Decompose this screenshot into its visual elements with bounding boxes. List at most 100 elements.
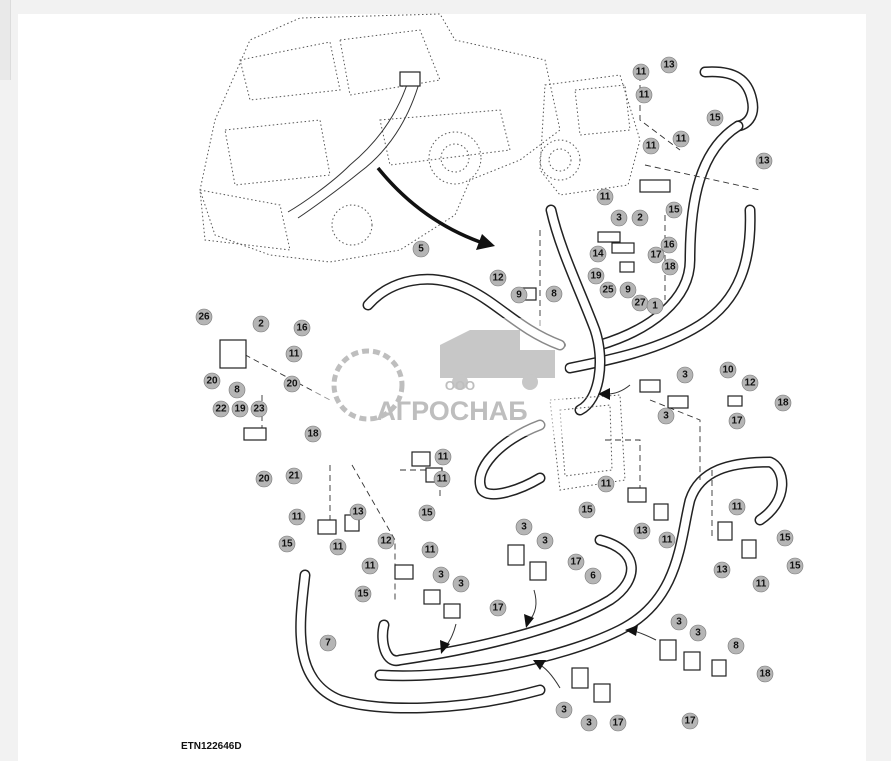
callout: 12 bbox=[741, 374, 759, 392]
watermark-prefix: ООО bbox=[445, 378, 475, 393]
callout: 13 bbox=[713, 561, 731, 579]
callout-label: 11 bbox=[601, 479, 612, 490]
callout-label: 12 bbox=[744, 378, 756, 389]
callout-label: 3 bbox=[458, 579, 464, 590]
callout-label: 9 bbox=[516, 290, 522, 301]
callout-label: 16 bbox=[296, 323, 308, 334]
callout-label: 17 bbox=[684, 716, 696, 727]
callout: 15 bbox=[665, 201, 683, 219]
watermark: ООО АГРОСНАБ bbox=[313, 318, 565, 436]
callout: 11 bbox=[288, 508, 306, 526]
callout: 11 bbox=[361, 557, 379, 575]
callout: 9 bbox=[619, 281, 637, 299]
callout: 11 bbox=[642, 137, 660, 155]
callout: 27 bbox=[631, 294, 649, 312]
callout: 9 bbox=[510, 286, 528, 304]
callout: 11 bbox=[285, 345, 303, 363]
callout: 2 bbox=[252, 315, 270, 333]
callout-label: 13 bbox=[716, 565, 728, 576]
callout-label: 8 bbox=[733, 641, 739, 652]
callout-label: 18 bbox=[759, 669, 771, 680]
callout-label: 5 bbox=[418, 244, 424, 255]
callout-label: 6 bbox=[590, 571, 596, 582]
callout: 6 bbox=[584, 567, 602, 585]
callout-label: 3 bbox=[521, 522, 527, 533]
callout-label: 23 bbox=[253, 404, 265, 415]
watermark-company-name: АГРОСНАБ bbox=[376, 396, 527, 426]
callout: 20 bbox=[283, 375, 301, 393]
callout-label: 11 bbox=[639, 90, 650, 101]
callout-label: 13 bbox=[663, 60, 675, 71]
callout: 20 bbox=[255, 470, 273, 488]
location-arrow bbox=[376, 166, 481, 244]
callout: 11 bbox=[434, 448, 452, 466]
callout: 15 bbox=[786, 557, 804, 575]
callout-label: 19 bbox=[234, 404, 246, 415]
callout-label: 3 bbox=[561, 705, 567, 716]
callout: 23 bbox=[250, 400, 268, 418]
callout-label: 11 bbox=[292, 512, 303, 523]
callout: 13 bbox=[660, 56, 678, 74]
callout-label: 12 bbox=[380, 536, 392, 547]
callout-label: 11 bbox=[365, 561, 376, 572]
callout-label: 2 bbox=[258, 319, 264, 330]
callout-label: 11 bbox=[662, 535, 673, 546]
callout-label: 17 bbox=[650, 250, 662, 261]
callout-label: 3 bbox=[695, 628, 701, 639]
callout: 19 bbox=[231, 400, 249, 418]
callout-label: 15 bbox=[357, 589, 369, 600]
callout-label: 20 bbox=[206, 376, 218, 387]
callout-label: 11 bbox=[600, 192, 611, 203]
callout: 10 bbox=[719, 361, 737, 379]
callout-label: 3 bbox=[663, 411, 669, 422]
callout-label: 3 bbox=[616, 213, 622, 224]
hoses bbox=[295, 66, 788, 714]
callout-label: 27 bbox=[634, 298, 646, 309]
callout: 19 bbox=[587, 267, 605, 285]
callout-label: 8 bbox=[234, 385, 240, 396]
callout-label: 13 bbox=[758, 156, 770, 167]
callout-label: 7 bbox=[325, 638, 331, 649]
callout-label: 11 bbox=[756, 579, 767, 590]
callout: 12 bbox=[377, 532, 395, 550]
callout-label: 15 bbox=[421, 508, 433, 519]
callout-label: 17 bbox=[492, 603, 504, 614]
callout-label: 13 bbox=[352, 507, 364, 518]
callout-label: 11 bbox=[437, 474, 448, 485]
callout-label: 22 bbox=[215, 404, 227, 415]
callout: 15 bbox=[278, 535, 296, 553]
callout-label: 21 bbox=[288, 471, 300, 482]
callout: 15 bbox=[706, 109, 724, 127]
callout: 3 bbox=[689, 624, 707, 642]
callout: 8 bbox=[545, 285, 563, 303]
callout: 16 bbox=[293, 319, 311, 337]
callout-label: 8 bbox=[551, 289, 557, 300]
callout: 15 bbox=[776, 529, 794, 547]
callout-label: 3 bbox=[682, 370, 688, 381]
callout-label: 3 bbox=[586, 718, 592, 729]
callout-label: 1 bbox=[652, 301, 658, 312]
viewer-side-strip bbox=[0, 0, 11, 80]
callout: 3 bbox=[432, 566, 450, 584]
callout-label: 12 bbox=[492, 273, 504, 284]
callout-label: 17 bbox=[612, 718, 624, 729]
callout: 20 bbox=[203, 372, 221, 390]
callout-label: 18 bbox=[307, 429, 319, 440]
callout-label: 13 bbox=[636, 526, 648, 537]
callout-label: 11 bbox=[732, 502, 743, 513]
callout-label: 18 bbox=[777, 398, 789, 409]
callout-label: 10 bbox=[722, 365, 734, 376]
callout-label: 25 bbox=[602, 285, 614, 296]
callout: 22 bbox=[212, 400, 230, 418]
callout-label: 15 bbox=[581, 505, 593, 516]
watermark-harvester-icon bbox=[440, 330, 555, 378]
callout-label: 20 bbox=[286, 379, 298, 390]
callout: 3 bbox=[580, 714, 598, 732]
callout: 14 bbox=[589, 245, 607, 263]
callout: 11 bbox=[728, 498, 746, 516]
callout-label: 11 bbox=[646, 141, 657, 152]
callout: 15 bbox=[418, 504, 436, 522]
callout: 1 bbox=[646, 297, 664, 315]
